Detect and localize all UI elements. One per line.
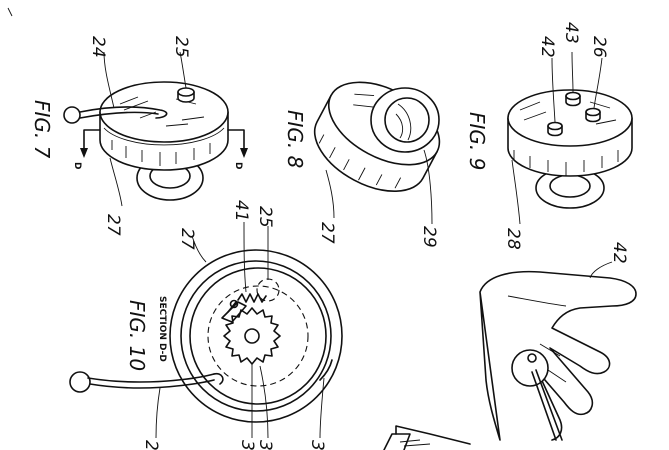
fig10-leader-41	[243, 221, 247, 293]
fig10-gear	[223, 307, 281, 365]
fig9-leader-42	[551, 57, 556, 123]
fig9-title: FIG. 9	[465, 112, 489, 170]
fig9-ref-28: 28	[503, 228, 523, 250]
hand-finger-creases	[539, 343, 567, 383]
fig8-leader-29	[423, 149, 433, 225]
figure-7: FIG. 7 D D	[30, 36, 248, 236]
fig10-leader-27	[191, 235, 207, 263]
fig7-leader-25	[179, 51, 187, 89]
fig10-cavity	[189, 267, 327, 405]
fig7-ref-24: 24	[88, 36, 108, 58]
hand-ref-42: 42	[609, 242, 629, 264]
fig10-ref-gear-a: 3	[237, 440, 257, 450]
fig9-leader-26	[593, 57, 603, 109]
fig7-section-mark-right: D	[233, 162, 243, 169]
hand-cord	[531, 369, 563, 441]
hand-outline	[479, 270, 637, 441]
fig10-section-caption: SECTION D-D	[157, 296, 167, 362]
fig7-section-mark-left: D	[72, 162, 82, 169]
fig9-leader-43	[571, 51, 574, 93]
fig8-ref-29: 29	[419, 226, 439, 248]
fig10-ref-24: 24	[141, 440, 161, 450]
fig10-inner-wall	[180, 260, 332, 412]
fig9-leader-28	[511, 159, 521, 225]
fig8-title: FIG. 8	[283, 110, 307, 168]
fig7-leader-24	[103, 51, 115, 109]
fig9-ref-42: 42	[537, 36, 557, 58]
fig9-button-43	[565, 91, 581, 107]
fig9-ref-43: 43	[561, 22, 581, 44]
fig10-ref-27: 27	[177, 228, 197, 250]
fig7-leader-27	[109, 157, 123, 207]
fig8-leader-27	[325, 169, 335, 219]
fig10-reel-outline	[207, 285, 309, 387]
hand-palm-crease	[507, 295, 567, 307]
fig10-latch-arm	[221, 301, 247, 323]
fig9-button-26	[585, 107, 601, 123]
fig10-title: FIG. 10	[125, 300, 149, 371]
fig9-puck-body	[507, 89, 633, 177]
fig9-button-42	[547, 121, 563, 137]
hand-puck-button	[527, 353, 537, 363]
fig7-cord	[63, 106, 168, 124]
fig7-button	[177, 87, 195, 103]
fig10-leader-24	[155, 387, 161, 439]
figure-9: FIG. 9 42 43 26 28	[465, 22, 633, 250]
fig10-ref-25: 25	[255, 206, 275, 228]
fig10-slot	[319, 359, 333, 381]
fig9-ref-26: 26	[589, 36, 609, 58]
fig7-title: FIG. 7	[30, 100, 54, 159]
fig10-ref-gear-b: 3	[255, 440, 275, 450]
fig10-ref-41: 41	[231, 200, 251, 222]
fig7-ref-27: 27	[103, 214, 123, 236]
fig10-cord	[69, 371, 224, 393]
figure-10: FIG. 10 SECTION D-D	[69, 200, 343, 450]
fig10-ref-edge: 3	[307, 440, 327, 450]
fig10-leader-edge	[319, 377, 325, 439]
hand-leader-42	[589, 261, 613, 279]
fig8-ref-27: 27	[317, 222, 337, 244]
corner-mark	[7, 7, 13, 17]
fig7-ref-25: 25	[171, 36, 191, 58]
fig7-section-marks: D D	[72, 129, 248, 169]
fig8-ring	[370, 87, 440, 153]
partial-device	[383, 425, 471, 450]
fig7-puck-body	[99, 81, 229, 171]
figure-8: FIG. 8 27 29	[283, 81, 441, 248]
fig10-leader-gear-b	[259, 365, 269, 439]
hand-drawing: 42	[479, 242, 637, 441]
